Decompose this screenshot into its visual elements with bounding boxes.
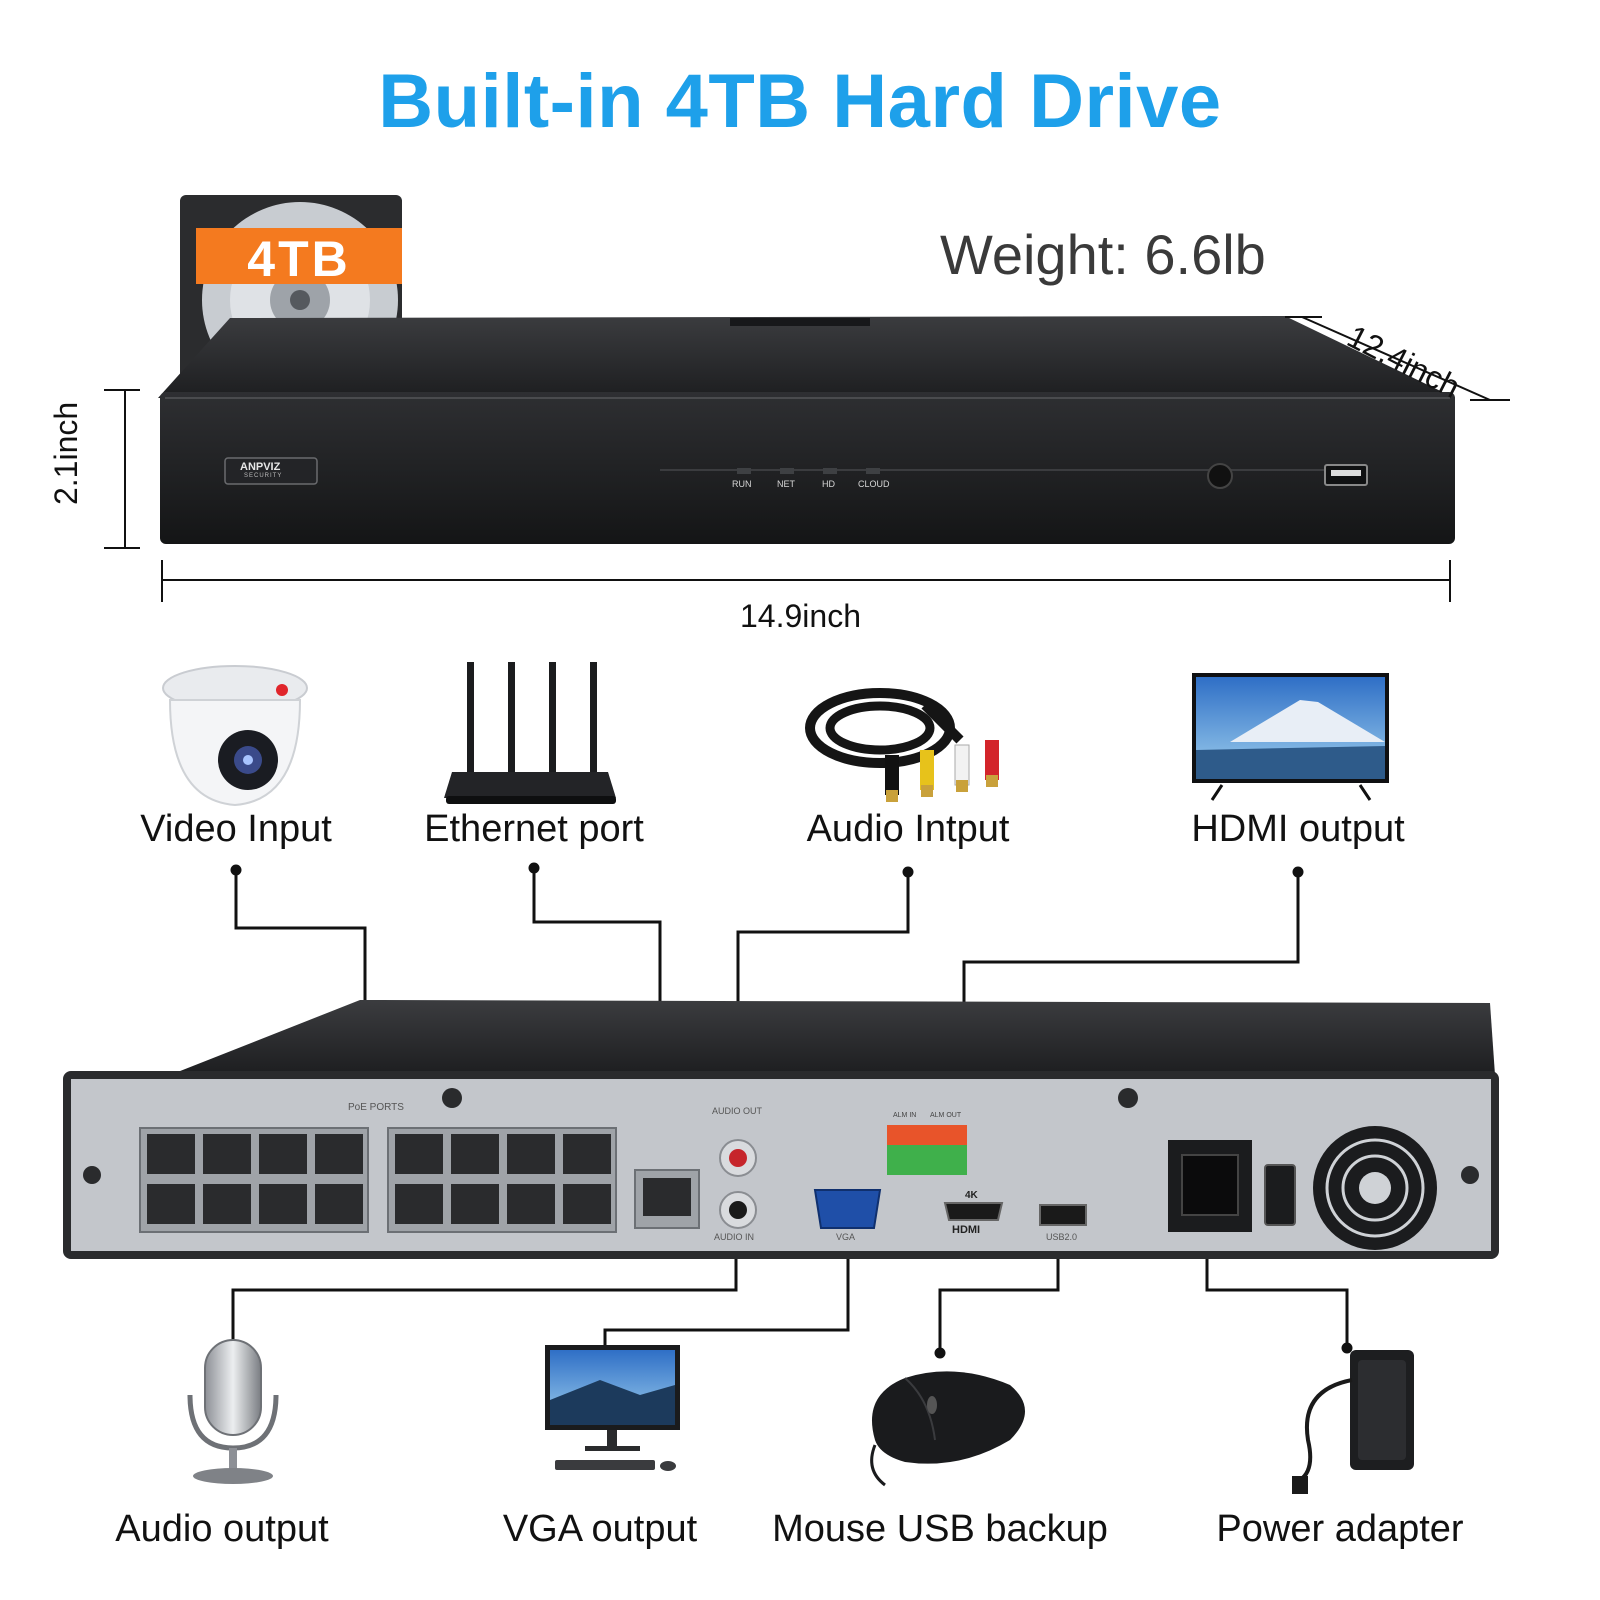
desktop-monitor-icon bbox=[545, 1345, 680, 1471]
vga-output-label: VGA output bbox=[502, 1508, 698, 1550]
audio-output-label: Audio output bbox=[115, 1508, 329, 1550]
mouse-icon bbox=[870, 1371, 1025, 1487]
page-title: Built-in 4TB Hard Drive bbox=[378, 59, 1222, 144]
hdmi-output-label: HDMI output bbox=[1191, 808, 1405, 850]
microphone-icon bbox=[187, 1339, 279, 1484]
power-button-icon bbox=[1207, 463, 1233, 489]
brand-logo bbox=[224, 457, 318, 485]
power-switch-icon bbox=[1264, 1164, 1296, 1226]
width-dimension: 14.9inch bbox=[740, 598, 861, 634]
brand-logo-text: ANPVIZ bbox=[240, 461, 281, 473]
nvr-rear-view bbox=[63, 1000, 1499, 1259]
audio-in-label: AUDIO IN bbox=[714, 1232, 755, 1242]
height-dimension: 2.1inch bbox=[48, 401, 84, 505]
video-input-label: Video Input bbox=[140, 808, 332, 850]
audio-input-label: Audio Intput bbox=[806, 808, 1010, 850]
audio-out-label: AUDIO OUT bbox=[712, 1106, 763, 1116]
tv-icon bbox=[1192, 673, 1389, 801]
weight-label: Weight: 6.6lb bbox=[940, 223, 1266, 286]
brand-logo-subtext: SECURITY bbox=[244, 473, 283, 479]
hdd-badge-label: 4TB bbox=[247, 231, 351, 287]
av-cable-icon bbox=[805, 688, 999, 802]
nvr-front-view bbox=[158, 316, 1455, 544]
led-label-cloud: CLOUD bbox=[858, 479, 890, 489]
vga-port-icon bbox=[813, 1189, 882, 1229]
power-adapter-icon bbox=[1292, 1350, 1414, 1494]
alm-in-label: ALM IN bbox=[893, 1112, 917, 1119]
mouse-usb-backup-label: Mouse USB backup bbox=[772, 1508, 1108, 1550]
ethernet-port-label: Ethernet port bbox=[424, 808, 644, 850]
led-label-hd: HD bbox=[822, 479, 835, 489]
usb-label: USB2.0 bbox=[1046, 1232, 1078, 1242]
router-icon bbox=[444, 662, 616, 804]
hdd-badge bbox=[196, 228, 402, 284]
led-label-net: NET bbox=[777, 479, 795, 489]
alm-out-label: ALM OUT bbox=[930, 1112, 962, 1119]
rear-usb-port-icon bbox=[1039, 1204, 1087, 1226]
dome-camera-icon bbox=[162, 665, 308, 807]
vga-label: VGA bbox=[836, 1232, 856, 1242]
led-label-run: RUN bbox=[732, 479, 752, 489]
dimension-lines bbox=[104, 316, 1510, 602]
hdmi-label: HDMI bbox=[952, 1224, 981, 1236]
hdmi-port-icon bbox=[943, 1202, 1004, 1221]
hdmi-4k-label: 4K bbox=[965, 1190, 978, 1201]
power-adapter-label: Power adapter bbox=[1216, 1508, 1464, 1550]
poe-ports-label: PoE PORTS bbox=[348, 1102, 404, 1113]
